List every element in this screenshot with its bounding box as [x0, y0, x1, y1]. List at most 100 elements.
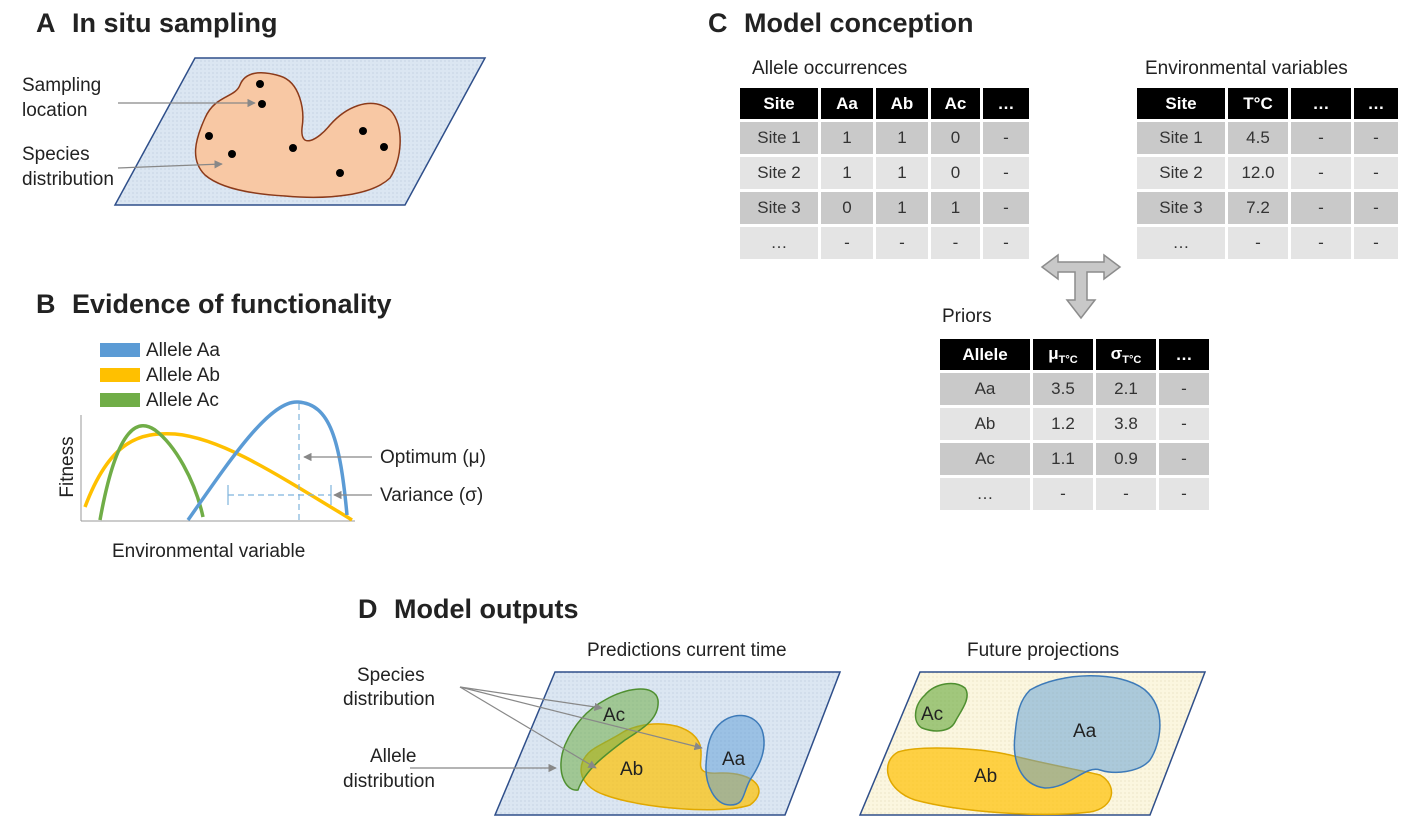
table-cell: 7.2 [1228, 192, 1288, 224]
panel-a-sample-points [205, 80, 388, 177]
current-aa-region [705, 714, 765, 806]
table-cell: - [1159, 443, 1209, 475]
table-cell: - [1354, 192, 1398, 224]
table-cell: - [1354, 122, 1398, 154]
allele-table-header: Aa [821, 88, 873, 119]
future-ab-region [886, 747, 1113, 816]
panel-b-title-text: Evidence of functionality [72, 289, 392, 319]
allele-table-header: … [983, 88, 1029, 119]
table-cell: - [821, 227, 873, 259]
future-aa-label: Aa [1073, 721, 1097, 742]
label-sampling-location-2: location [22, 100, 88, 121]
d-label-allele-2: distribution [343, 771, 435, 792]
table-cell: 0.9 [1096, 443, 1156, 475]
table-cell: Site 2 [1137, 157, 1225, 189]
table-cell: 1 [876, 192, 928, 224]
panel-a-species-distribution [194, 72, 401, 199]
table-cell: 3.8 [1096, 408, 1156, 440]
table-cell: - [983, 122, 1029, 154]
allele-table-header: Ac [931, 88, 980, 119]
current-aa-label: Aa [722, 749, 746, 770]
table-cell: Site 1 [1137, 122, 1225, 154]
table-cell: - [931, 227, 980, 259]
table-cell: - [1096, 478, 1156, 510]
table-cell: 1 [876, 157, 928, 189]
table-cell: - [983, 192, 1029, 224]
current-time-caption: Predictions current time [587, 640, 787, 661]
table-cell: - [1159, 408, 1209, 440]
panel-c-title-text: Model conception [744, 8, 974, 38]
mu-symbol: μ [1048, 343, 1059, 363]
priors-table-header: Allele [940, 339, 1030, 370]
panel-b-letter: B [36, 289, 56, 319]
future-projections-caption: Future projections [967, 640, 1120, 661]
table-cell: 1.1 [1033, 443, 1093, 475]
env-table-header: … [1291, 88, 1351, 119]
table-cell: Site 2 [740, 157, 818, 189]
table-cell: 1.2 [1033, 408, 1093, 440]
table-cell: 12.0 [1228, 157, 1288, 189]
table-row: …--- [940, 478, 1209, 510]
table-cell: - [1159, 373, 1209, 405]
env-table-header: Site [1137, 88, 1225, 119]
table-cell: - [983, 227, 1029, 259]
y-axis-label: Fitness [57, 436, 78, 498]
legend-swatch-ac [100, 393, 140, 407]
panel-a-letter: A [36, 8, 56, 38]
table-cell: Site 3 [740, 192, 818, 224]
panel-b-title: B Evidence of functionality [36, 289, 392, 320]
table-cell: 3.5 [1033, 373, 1093, 405]
table-cell: 0 [821, 192, 873, 224]
legend-label-ac: Allele Ac [146, 390, 219, 411]
table-cell: 1 [821, 122, 873, 154]
legend-swatch-aa [100, 343, 140, 357]
table-cell: Site 3 [1137, 192, 1225, 224]
table-cell: 4.5 [1228, 122, 1288, 154]
env-table-header: … [1354, 88, 1398, 119]
table-cell: - [1033, 478, 1093, 510]
table-row: …--- [1137, 227, 1398, 259]
env-table-caption: Environmental variables [1145, 58, 1348, 79]
priors-table-header: … [1159, 339, 1209, 370]
table-cell: - [1354, 157, 1398, 189]
env-table-header: T°C [1228, 88, 1288, 119]
table-cell: - [1291, 192, 1351, 224]
table-cell: … [1137, 227, 1225, 259]
curve-aa [186, 400, 349, 522]
sigma-symbol: σ [1110, 343, 1123, 363]
label-species-distribution-2: distribution [22, 169, 114, 190]
table-cell: - [876, 227, 928, 259]
x-axis-label: Environmental variable [112, 541, 306, 562]
table-cell: 1 [931, 192, 980, 224]
table-cell: Ab [940, 408, 1030, 440]
d-label-allele-1: Allele [370, 746, 417, 767]
table-cell: - [1354, 227, 1398, 259]
future-ac-label: Ac [921, 704, 944, 725]
allele-table-caption: Allele occurrences [752, 58, 908, 79]
table-row: …---- [740, 227, 1029, 259]
d-label-species-1: Species [357, 665, 425, 686]
table-cell: - [1228, 227, 1288, 259]
table-cell: 0 [931, 122, 980, 154]
annotation-optimum: Optimum (μ) [380, 447, 486, 468]
table-cell: Aa [940, 373, 1030, 405]
future-ac-region [914, 682, 968, 732]
table-cell: 2.1 [1096, 373, 1156, 405]
priors-table-caption: Priors [942, 306, 992, 327]
future-aa-region [1013, 675, 1161, 789]
panel-d-letter: D [358, 594, 378, 624]
label-sampling-location-1: Sampling [22, 75, 102, 96]
